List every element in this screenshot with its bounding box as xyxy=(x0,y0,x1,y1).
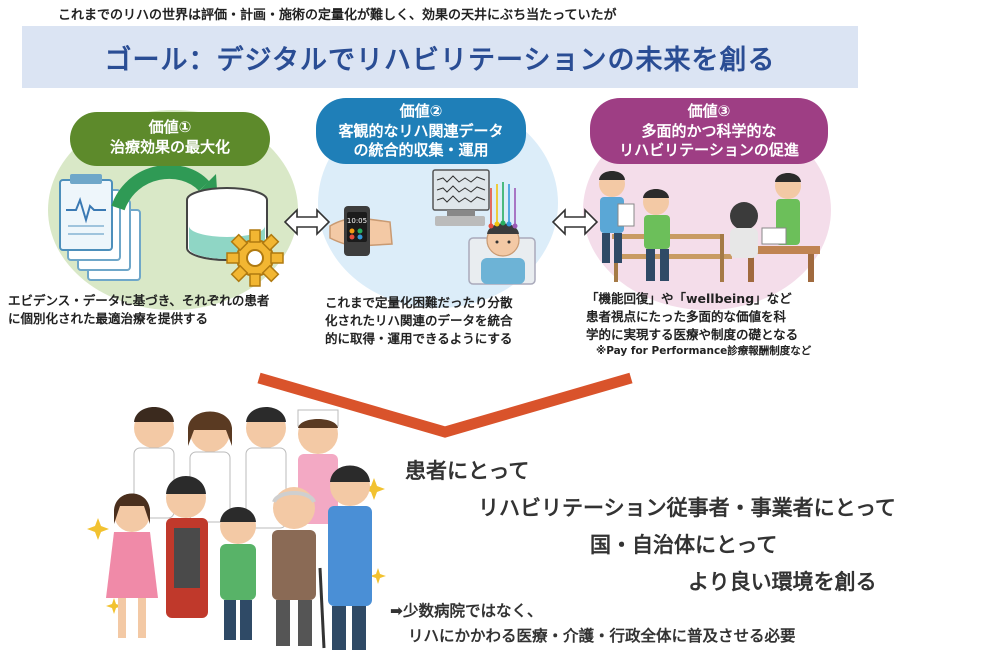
value1-description: エビデンス・データに基づき、それぞれの患者 に個別化された最適治療を提供する xyxy=(8,293,270,327)
value3-note: ※Pay for Performance診療報酬制度など xyxy=(596,345,812,358)
statement-patients: 患者にとって xyxy=(405,459,530,483)
value3-description: 「機能回復」や「wellbeing」など 患者視点にたった多面的な価値を科 学的… xyxy=(586,290,811,360)
value2-description: これまで定量化困難だったり分散 化されたリハ関連のデータを統合 的に取得・運用で… xyxy=(325,295,513,347)
eeg-monitor-icon xyxy=(432,169,536,285)
patient-with-electrodes-icon xyxy=(468,182,536,285)
goal-banner: ゴール：デジタルでリハビリテーションの未来を創る xyxy=(22,26,858,88)
smartwatch-icon: 10:05 xyxy=(329,206,393,256)
statement-practitioners: リハビリテーション従事者・事業者にとって xyxy=(478,496,896,520)
people-group-icon xyxy=(87,407,386,650)
value3-title: 価値③ 多面的かつ科学的な リハビリテーションの促進 xyxy=(590,98,828,164)
svg-text:10:05: 10:05 xyxy=(347,217,367,225)
double-arrow-icon xyxy=(552,208,598,236)
statement-government: 国・自治体にとって xyxy=(590,533,778,557)
statement-better-environment: より良い環境を創る xyxy=(688,570,877,594)
conclusion-line2: リハにかかわる医療・介護・行政全体に普及させる必要 xyxy=(408,627,796,645)
value1-title: 価値① 治療効果の最大化 xyxy=(70,112,270,166)
double-arrow-icon xyxy=(284,208,330,236)
rehab-group-icon xyxy=(599,171,820,282)
convergence-bracket xyxy=(257,372,633,438)
document-stack-icon xyxy=(59,174,141,281)
goal-banner-text: ゴール：デジタルでリハビリテーションの未来を創る xyxy=(104,44,776,76)
conclusion-line1: ➡少数病院ではなく、 xyxy=(390,602,543,620)
gear-icon xyxy=(226,229,284,287)
value2-title: 価値② 客観的なリハ関連データ の統合的収集・運用 xyxy=(316,98,526,164)
lead-text: これまでのリハの世界は評価・計画・施術の定量化が難しく、効果の天井にぶち当たって… xyxy=(58,8,617,23)
